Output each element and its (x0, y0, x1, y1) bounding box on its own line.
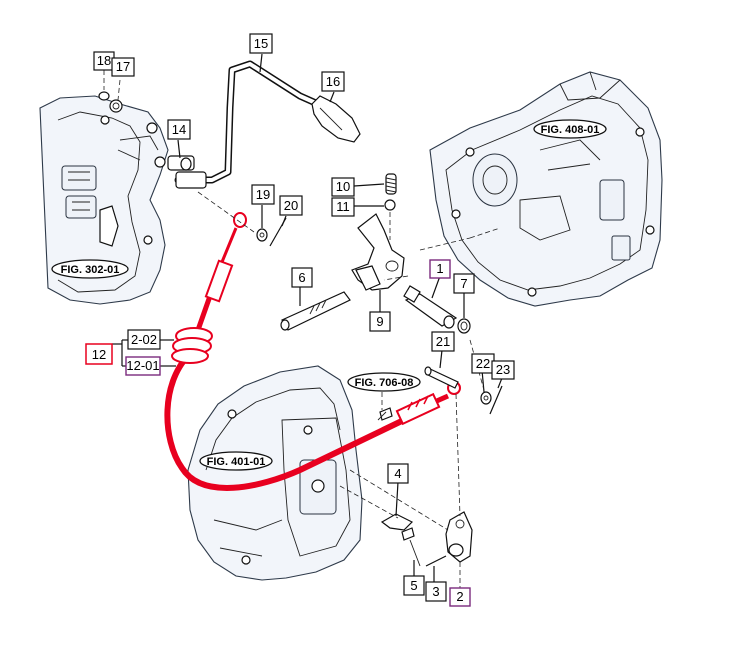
svg-text:3: 3 (432, 584, 439, 599)
ring-17 (109, 99, 123, 113)
washer-22-hole (483, 395, 489, 401)
part-label-10: 10 (331, 177, 355, 197)
fig-ref-302: FIG. 302-01 (51, 259, 129, 279)
lever-2 (445, 511, 473, 563)
part-label-15: 15 (249, 33, 273, 54)
fig-ref-706: FIG. 706-08 (347, 372, 421, 392)
part-label-12: 12 (85, 343, 113, 365)
lever-knob-16 (311, 95, 361, 143)
spring-10 (385, 173, 397, 195)
washer-19 (256, 228, 268, 242)
svg-text:FIG. 401-01: FIG. 401-01 (207, 456, 266, 468)
fig-ref-408: FIG. 408-01 (533, 119, 607, 139)
part-label-18: 18 (93, 51, 115, 71)
svg-text:5: 5 (410, 578, 417, 593)
part-label-11: 11 (331, 197, 355, 217)
pivot-14 (167, 155, 207, 189)
svg-text:1: 1 (436, 261, 443, 276)
part-label-14: 14 (167, 119, 191, 140)
transmission-case-housing (429, 71, 663, 307)
washer-19-hole (259, 232, 265, 238)
svg-text:2: 2 (456, 589, 463, 604)
ball-11 (384, 199, 396, 211)
shift-cable-12 (164, 212, 461, 491)
part-label-7: 7 (453, 273, 475, 294)
cotter-pin-23 (489, 385, 503, 415)
shift-fork-9 (351, 213, 405, 291)
svg-text:18: 18 (97, 53, 111, 68)
svg-text:4: 4 (394, 466, 401, 481)
svg-text:FIG. 706-08: FIG. 706-08 (355, 377, 414, 389)
washer-18 (98, 91, 110, 101)
shift-lever-15 (174, 60, 322, 184)
part-label-3: 3 (425, 581, 447, 602)
svg-text:11: 11 (336, 199, 350, 214)
ring-17-hole (112, 102, 120, 110)
bracket-4 (380, 513, 414, 531)
bolt-706 (377, 407, 393, 421)
o-ring-7-hole (460, 321, 468, 331)
svg-text:14: 14 (172, 122, 186, 137)
part-label-4: 4 (387, 463, 409, 484)
svg-text:FIG. 302-01: FIG. 302-01 (61, 264, 120, 276)
svg-text:6: 6 (298, 270, 305, 285)
left-bracket-housing (39, 95, 169, 305)
part-label-19: 19 (251, 184, 275, 205)
svg-text:12: 12 (92, 347, 106, 362)
svg-text:15: 15 (254, 36, 268, 51)
washer-22 (480, 391, 492, 405)
svg-text:17: 17 (116, 59, 130, 74)
svg-text:19: 19 (256, 187, 270, 202)
part-label-23: 23 (491, 360, 515, 380)
o-ring-7 (457, 318, 471, 334)
svg-text:2-02: 2-02 (131, 332, 157, 347)
spring-pin-3 (425, 555, 447, 567)
part-label-22: 22 (471, 353, 495, 374)
shaft-6 (280, 291, 351, 331)
part-label-16: 16 (321, 71, 345, 92)
part-label-17: 17 (111, 57, 135, 77)
part-label-12-01: 12-01 (125, 356, 161, 376)
svg-text:10: 10 (336, 179, 350, 194)
fig-ref-401: FIG. 401-01 (199, 451, 273, 471)
lower-transmission-housing (187, 365, 363, 581)
bolt-5 (401, 527, 421, 567)
svg-text:7: 7 (460, 276, 467, 291)
part-label-2-02: 2-02 (127, 329, 161, 350)
svg-text:22: 22 (476, 356, 490, 371)
svg-text:20: 20 (284, 198, 298, 213)
knob-detail (319, 107, 343, 131)
svg-text:9: 9 (376, 314, 383, 329)
svg-text:12-01: 12-01 (126, 358, 159, 373)
svg-text:21: 21 (436, 334, 450, 349)
svg-text:16: 16 (326, 74, 340, 89)
shaft-1 (403, 285, 458, 329)
part-label-20: 20 (279, 195, 303, 216)
svg-text:23: 23 (496, 362, 510, 377)
svg-text:FIG. 408-01: FIG. 408-01 (541, 124, 600, 136)
part-label-9: 9 (369, 311, 391, 332)
part-label-6: 6 (291, 267, 313, 288)
part-label-5: 5 (403, 575, 425, 596)
part-label-1: 1 (429, 259, 451, 279)
part-label-21: 21 (431, 331, 455, 352)
clevis-pin-21 (424, 366, 459, 389)
part-label-2: 2 (449, 587, 471, 607)
